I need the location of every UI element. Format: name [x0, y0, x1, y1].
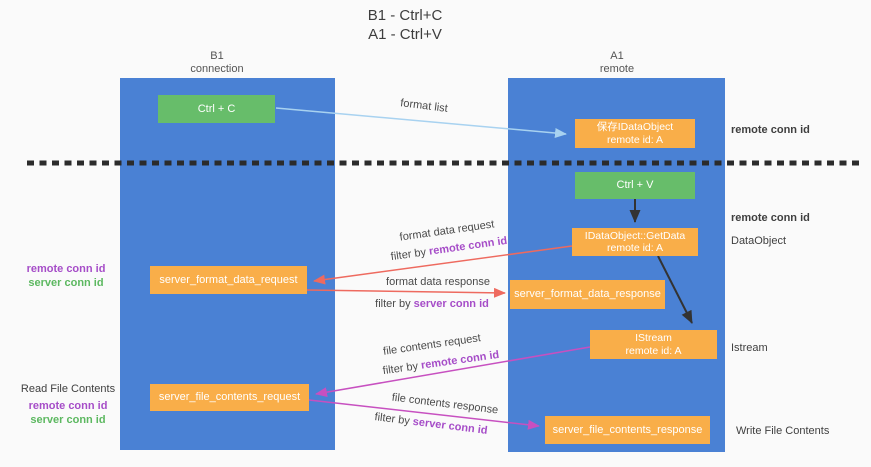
diagram-title: B1 - Ctrl+C A1 - Ctrl+V [368, 6, 443, 44]
node-ctrl-c: Ctrl + C [158, 95, 275, 123]
node-server-file-contents-request: server_file_contents_request [150, 384, 309, 411]
arrow-file-contents-request [315, 346, 591, 398]
lane-b1-name: B1 [210, 50, 224, 62]
read-file-contents-block: Read File Contents remote conn id server… [14, 382, 122, 427]
istream-label: Istream [731, 342, 768, 354]
remote-conn-id-label: remote conn id [28, 400, 108, 412]
server-conn-id-label: server conn id [28, 277, 104, 289]
node-save-idataobject-line2: remote id: A [606, 133, 664, 146]
lane-b1-subtitle: connection [190, 63, 244, 75]
node-server-file-contents-response-label: server_file_contents_response [552, 423, 703, 436]
arrow-file-contents-response [308, 399, 540, 430]
format-data-response-text: format data response [386, 276, 490, 288]
node-istream-line2: remote id: A [625, 344, 682, 357]
arrow-getdata-to-istream [657, 255, 693, 324]
node-server-file-contents-response: server_file_contents_response [545, 416, 710, 444]
node-idataobject-getdata: IDataObject::GetData remote id: A [572, 228, 698, 256]
node-save-idataobject: 保存IDataObject remote id: A [575, 119, 695, 148]
node-getdata-line2: remote id: A [606, 242, 664, 254]
read-file-contents-label: Read File Contents [20, 383, 116, 395]
node-server-file-contents-request-label: server_file_contents_request [158, 391, 301, 404]
node-istream: IStream remote id: A [590, 330, 717, 359]
lane-a1-subtitle: remote [599, 63, 635, 75]
write-file-contents-label: Write File Contents [736, 425, 830, 437]
node-istream-line1: IStream [635, 332, 672, 344]
title-line-2: A1 - Ctrl+V [368, 26, 442, 43]
node-server-format-data-response-label: server_format_data_response [514, 288, 661, 301]
arrow-format-data-request [313, 245, 573, 285]
node-server-format-data-request-label: server_format_data_request [159, 273, 298, 286]
title-line-1: B1 - Ctrl+C [367, 7, 443, 24]
lane-header-a1: A1 remote [600, 50, 634, 76]
filter-by-text: filter by [375, 298, 411, 310]
node-ctrl-v-label: Ctrl + V [616, 179, 654, 192]
left-conn-id-stack-1: remote conn id server conn id [18, 262, 114, 290]
dataobject-label: DataObject [731, 235, 787, 247]
lane-a1-name: A1 [610, 50, 624, 62]
node-ctrl-v: Ctrl + V [575, 172, 695, 199]
node-server-format-data-request: server_format_data_request [150, 266, 307, 294]
arrow-format-data-response [306, 287, 506, 298]
edge-label-filter-server-1: filter by server conn id [375, 298, 489, 310]
node-save-idataobject-line1: 保存IDataObject [596, 121, 674, 133]
node-server-format-data-response: server_format_data_response [510, 280, 665, 309]
server-conn-id-text: server conn id [413, 298, 489, 310]
node-ctrl-c-label: Ctrl + C [197, 102, 236, 115]
server-conn-id-label: server conn id [30, 414, 106, 426]
arrow-format-list [275, 107, 567, 138]
right-remote-conn-id-1: remote conn id [731, 124, 810, 136]
right-remote-conn-id-2: remote conn id [731, 212, 810, 224]
lane-header-b1: B1 connection [190, 50, 243, 76]
node-getdata-line1: IDataObject::GetData [584, 229, 686, 242]
remote-conn-id-label: remote conn id [26, 263, 106, 275]
edge-label-format-data-response: format data response [386, 276, 490, 288]
